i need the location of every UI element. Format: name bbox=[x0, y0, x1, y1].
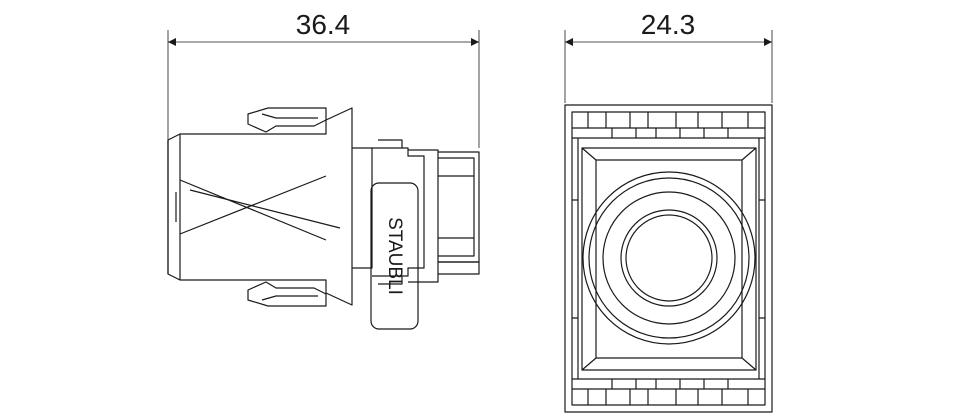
brand-label-plate: STAUBLI bbox=[370, 182, 419, 330]
front-width-value: 24.3 bbox=[641, 9, 696, 40]
front-connector bbox=[438, 151, 480, 275]
side-rails bbox=[572, 138, 765, 379]
front-outer-frame bbox=[564, 104, 773, 413]
contact-circle bbox=[582, 171, 756, 345]
middle-collar bbox=[352, 139, 439, 285]
side-width-value: 36.4 bbox=[296, 9, 351, 40]
top-teeth bbox=[572, 112, 765, 139]
side-view: 36.4 bbox=[167, 9, 480, 330]
front-view: 24.3 bbox=[564, 9, 773, 413]
top-latch bbox=[247, 107, 327, 133]
front-inner-frame bbox=[571, 111, 766, 406]
dimension-front-width: 24.3 bbox=[564, 9, 773, 103]
socket-frame bbox=[581, 147, 757, 371]
bottom-teeth bbox=[572, 378, 765, 405]
dimension-side-width: 36.4 bbox=[167, 9, 480, 148]
bottom-latch bbox=[247, 281, 327, 307]
rear-housing bbox=[167, 107, 353, 306]
brand-label-text: STAUBLI bbox=[384, 217, 405, 295]
